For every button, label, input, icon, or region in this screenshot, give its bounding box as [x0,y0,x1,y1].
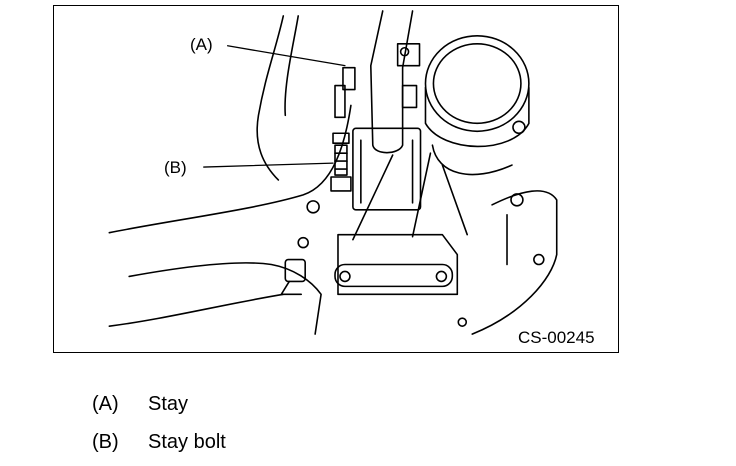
legend-key: (A) [92,392,119,415]
legend-item: (A) Stay [92,385,226,423]
legend: (A) Stay (B) Stay bolt [92,385,226,461]
leader-line-a [226,45,346,67]
body-arc-top [256,15,285,181]
bracket-inner [360,139,414,204]
right-arm [471,190,558,335]
stay-bolt-shape [332,132,350,145]
body-arc-inner [284,15,300,117]
leader-line-b [203,162,334,168]
fender-curve [108,293,285,327]
legend-label: Stay [148,392,189,415]
sensor-connector [284,258,306,283]
legend-item: (B) Stay bolt [92,423,226,461]
legend-label: Stay bolt [148,430,226,453]
callout-a-label: (A) [190,35,213,54]
engine-line-drawing [108,10,558,335]
body-panel-outline [108,104,352,234]
gasket-slot [334,263,454,288]
body-panel-lower [128,262,322,335]
canister-top [424,35,530,133]
legend-key: (B) [92,430,119,453]
callout-b-label: (B) [164,158,187,177]
stay-bracket [352,127,422,211]
figure-code: CS-00245 [518,328,595,347]
hose-pipe [370,10,414,154]
diagram-frame [53,5,619,353]
